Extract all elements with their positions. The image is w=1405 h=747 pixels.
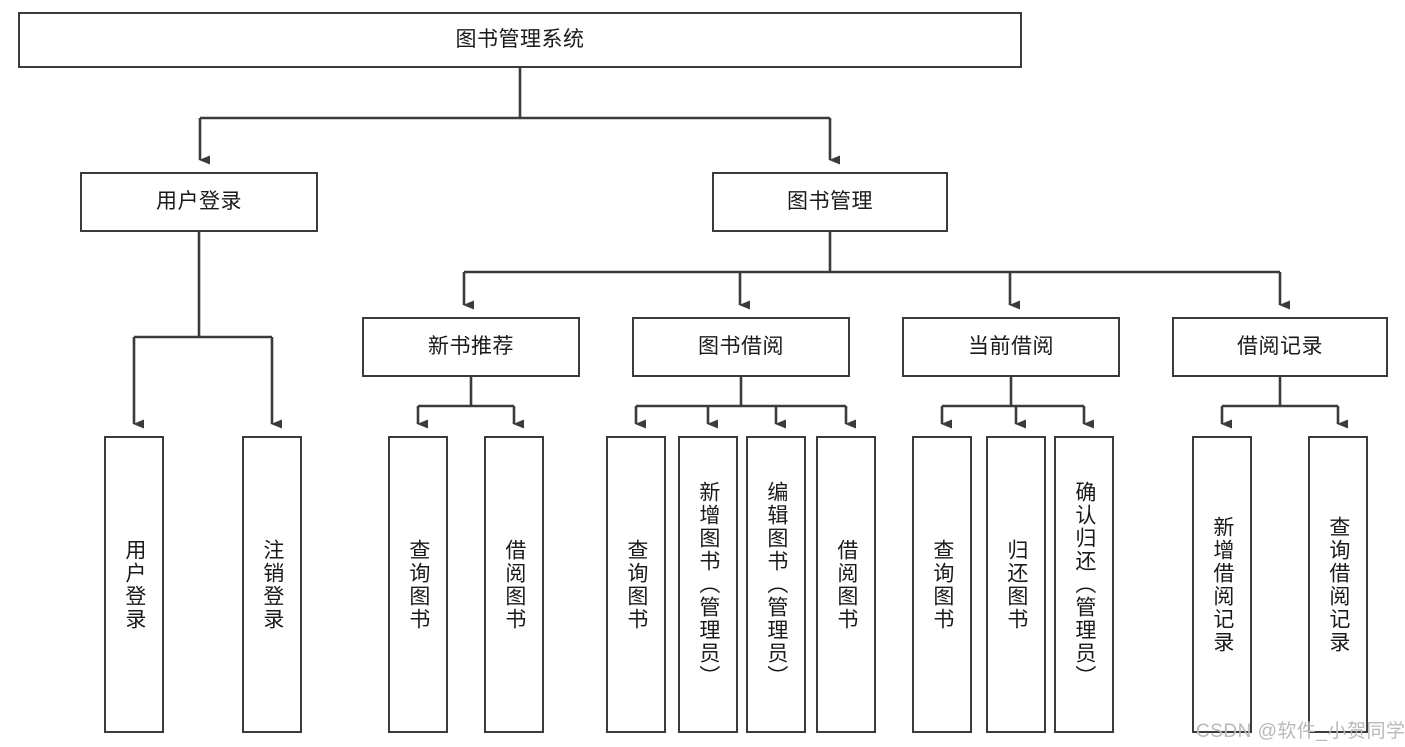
leaf-user-login-label: 用户登录 (122, 538, 146, 631)
leaf-query-book-borrow[interactable]: 查询图书 (606, 436, 666, 733)
leaf-add-book-admin-label: 新增图书（管理员） (696, 481, 720, 688)
leaf-return-book-label: 归还图书 (1004, 538, 1028, 631)
leaf-borrow-book[interactable]: 借阅图书 (816, 436, 876, 733)
node-book-borrow[interactable]: 图书借阅 (632, 317, 850, 377)
leaf-confirm-return-admin-label: 确认归还（管理员） (1072, 481, 1096, 688)
leaf-logout-login-label: 注销登录 (260, 538, 284, 631)
csdn-watermark: CSDN @软件_小贺同学 (1196, 721, 1405, 742)
node-new-book-recommend[interactable]: 新书推荐 (362, 317, 580, 377)
leaf-query-book-borrow-label: 查询图书 (624, 538, 648, 631)
leaf-edit-book-admin[interactable]: 编辑图书（管理员） (746, 436, 806, 733)
node-current-borrow-label: 当前借阅 (968, 334, 1054, 358)
node-root-system-label: 图书管理系统 (455, 27, 585, 51)
leaf-add-book-admin[interactable]: 新增图书（管理员） (678, 436, 738, 733)
leaf-query-borrow-record-label: 查询借阅记录 (1326, 515, 1350, 654)
node-user-login[interactable]: 用户登录 (80, 172, 318, 232)
leaf-logout-login[interactable]: 注销登录 (242, 436, 302, 733)
leaf-borrow-book-rec-label: 借阅图书 (502, 538, 526, 631)
leaf-query-book-current-label: 查询图书 (930, 538, 954, 631)
leaf-query-borrow-record[interactable]: 查询借阅记录 (1308, 436, 1368, 733)
leaf-query-book-rec-label: 查询图书 (406, 538, 430, 631)
node-new-book-recommend-label: 新书推荐 (428, 334, 514, 358)
node-borrow-record-label: 借阅记录 (1237, 334, 1323, 358)
node-user-login-label: 用户登录 (156, 189, 242, 213)
node-book-borrow-label: 图书借阅 (698, 334, 784, 358)
node-root-system[interactable]: 图书管理系统 (18, 12, 1022, 68)
leaf-user-login[interactable]: 用户登录 (104, 436, 164, 733)
leaf-confirm-return-admin[interactable]: 确认归还（管理员） (1054, 436, 1114, 733)
leaf-query-book-current[interactable]: 查询图书 (912, 436, 972, 733)
leaf-query-book-rec[interactable]: 查询图书 (388, 436, 448, 733)
leaf-return-book[interactable]: 归还图书 (986, 436, 1046, 733)
node-book-management-label: 图书管理 (787, 189, 873, 213)
leaf-borrow-book-label: 借阅图书 (834, 538, 858, 631)
leaf-add-borrow-record-label: 新增借阅记录 (1210, 515, 1234, 654)
node-current-borrow[interactable]: 当前借阅 (902, 317, 1120, 377)
leaf-edit-book-admin-label: 编辑图书（管理员） (764, 481, 788, 688)
node-book-management[interactable]: 图书管理 (712, 172, 948, 232)
leaf-borrow-book-rec[interactable]: 借阅图书 (484, 436, 544, 733)
leaf-add-borrow-record[interactable]: 新增借阅记录 (1192, 436, 1252, 733)
node-borrow-record[interactable]: 借阅记录 (1172, 317, 1388, 377)
